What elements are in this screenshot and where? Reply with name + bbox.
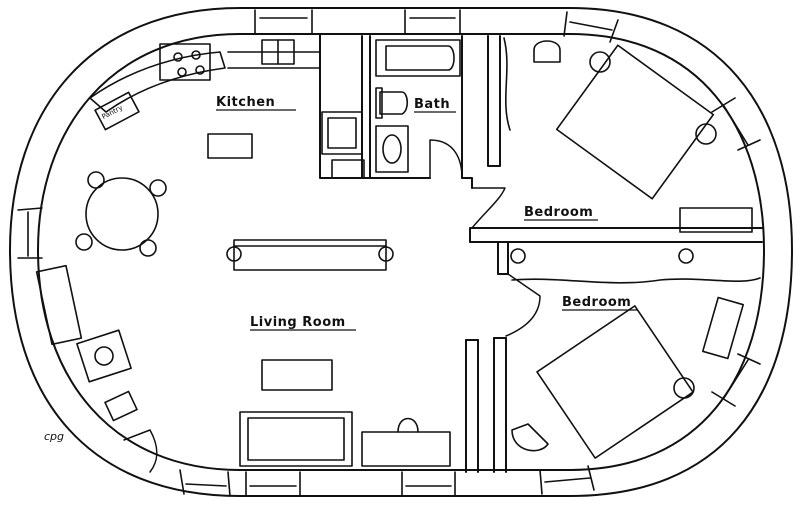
living-furniture (35, 239, 451, 467)
outer-wall (9, 7, 793, 497)
room-label-bath: Bath (414, 97, 450, 112)
room-label-kitchen: Kitchen (216, 95, 275, 110)
dining-set (75, 171, 167, 257)
room-label-bedroom-upper: Bedroom (524, 205, 593, 220)
inner-wall (37, 33, 765, 471)
interior-walls (319, 33, 763, 473)
windows (17, 9, 761, 497)
room-label-living-room: Living Room (250, 315, 346, 330)
bedroom-lower-furniture (511, 277, 761, 459)
door-swings (123, 139, 541, 473)
bath-fixtures (375, 39, 461, 173)
kitchen-counter (89, 39, 365, 179)
bedroom-upper-furniture (503, 37, 753, 264)
room-label-bedroom-lower: Bedroom (562, 295, 631, 310)
signature-mark: cpg (44, 430, 64, 443)
pantry-box (94, 91, 140, 131)
